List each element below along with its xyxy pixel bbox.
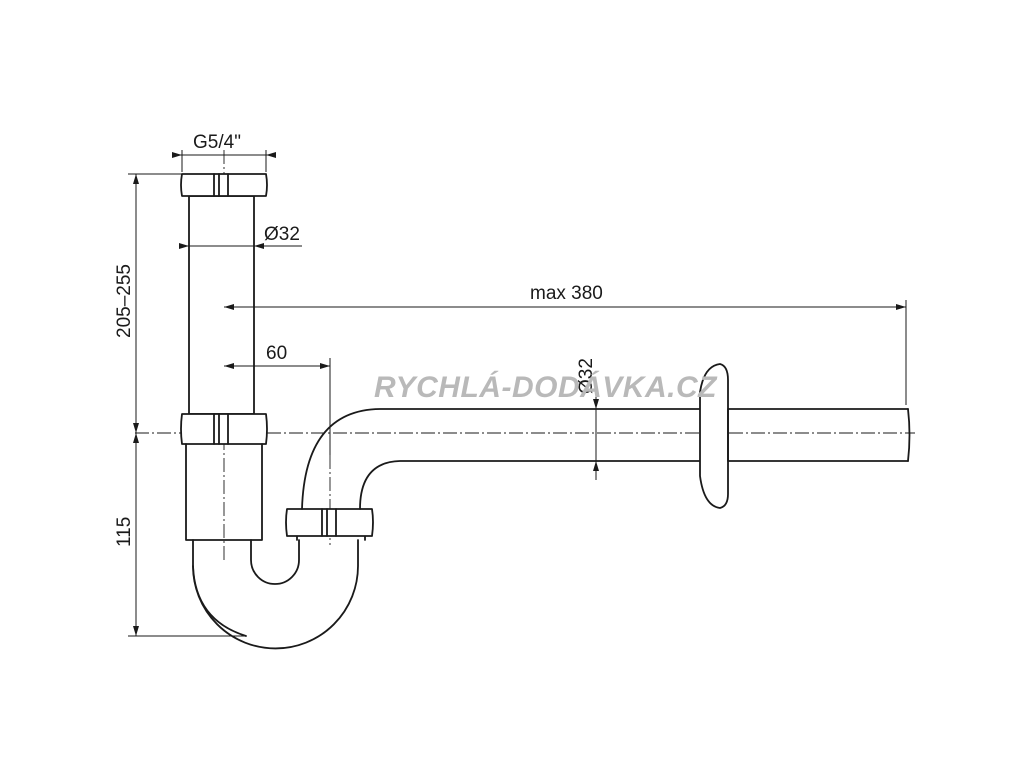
wall-rosette [699,363,729,509]
offset-dimension: 60 [224,343,331,455]
lower-height-dimension: 115 [114,433,246,637]
thread-dimension: G5/4" [172,132,276,172]
upper-height-label: 205–255 [114,264,135,338]
horizontal-diameter-label: Ø32 [576,358,597,394]
outlet-pipe [301,408,911,510]
tailpiece-pipe [188,195,255,415]
top-nut [180,173,268,197]
max-length-label: max 380 [530,283,603,304]
offset-label: 60 [266,343,287,364]
thread-label: G5/4" [193,132,241,153]
outlet-nut [285,508,374,541]
max-length-dimension: max 380 [224,283,907,405]
vertical-diameter-label: Ø32 [264,224,300,245]
vertical-diameter-dimension: Ø32 [179,224,302,249]
watermark-text: RYCHLÁ-DODÁVKA.CZ [374,370,718,404]
upper-height-dimension: 205–255 [114,173,182,433]
u-bend [185,443,359,650]
lower-height-label: 115 [114,517,135,547]
horizontal-diameter-dimension: Ø32 [576,358,599,480]
middle-nut [180,413,268,445]
